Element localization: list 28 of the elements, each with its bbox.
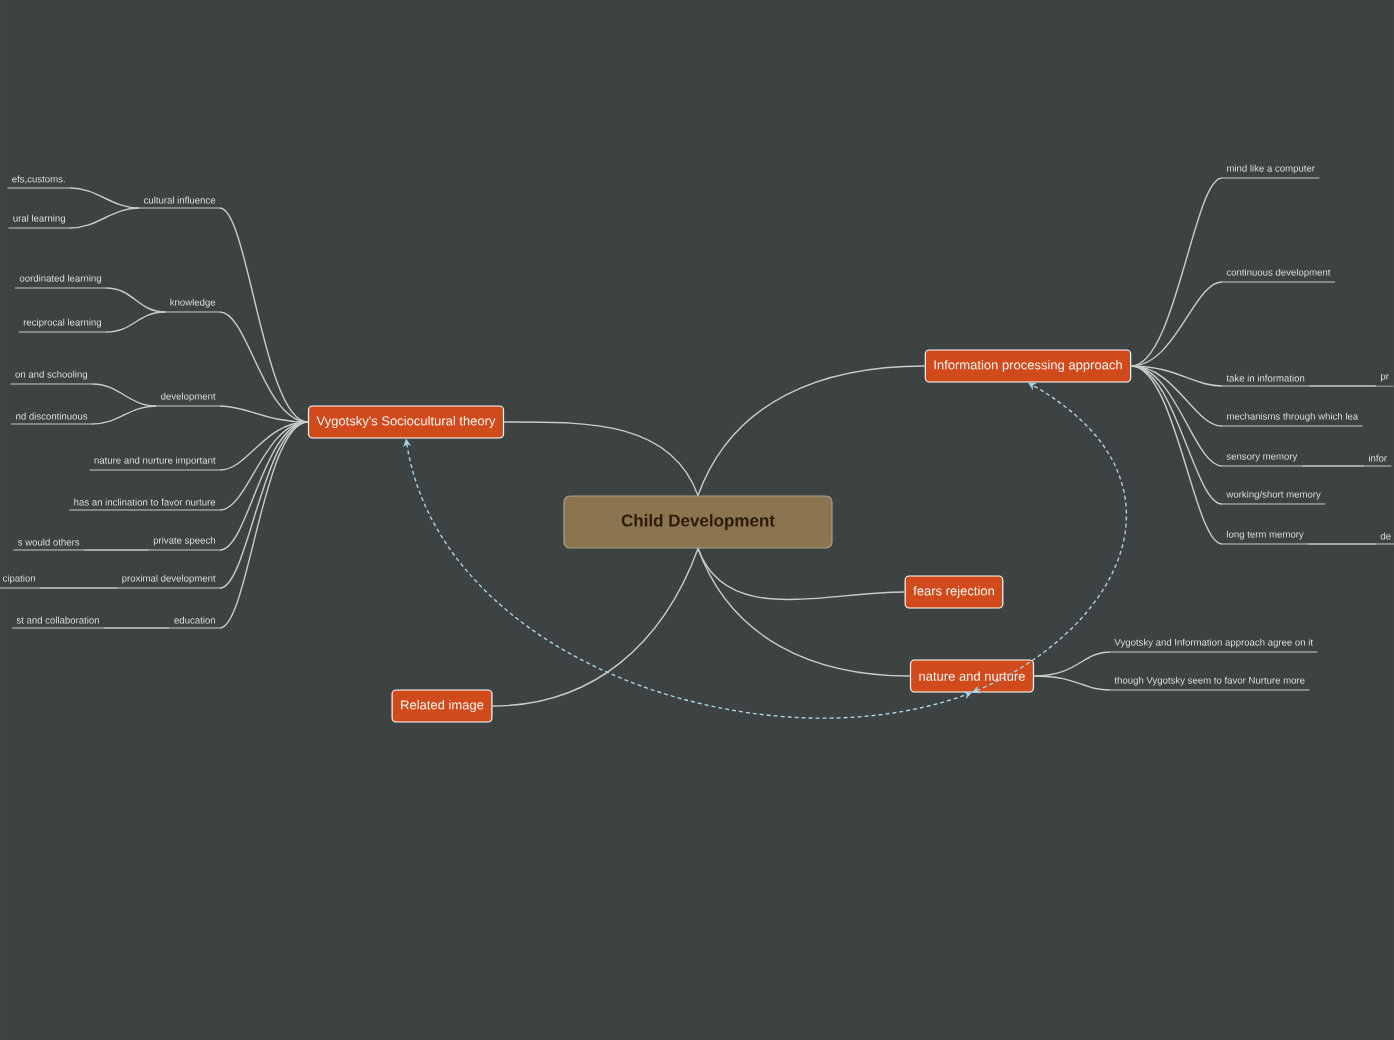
connector bbox=[83, 549, 150, 551]
connector bbox=[219, 405, 309, 423]
connector bbox=[39, 587, 118, 589]
connector bbox=[219, 207, 309, 423]
connector bbox=[697, 365, 926, 497]
connector bbox=[219, 421, 309, 629]
connector bbox=[1130, 365, 1223, 387]
central-topic-box: Child Development bbox=[563, 495, 833, 549]
connector bbox=[697, 547, 911, 677]
connector bbox=[91, 405, 157, 425]
connector bbox=[503, 421, 699, 497]
connector bbox=[1033, 675, 1111, 691]
connector bbox=[219, 421, 309, 511]
connector bbox=[1130, 365, 1223, 545]
connector bbox=[69, 207, 140, 229]
connector bbox=[103, 627, 171, 629]
connector bbox=[69, 187, 140, 209]
connector bbox=[105, 311, 166, 333]
connector bbox=[972, 382, 1127, 694]
connector bbox=[491, 547, 699, 707]
connector bbox=[1301, 465, 1365, 467]
connector bbox=[1130, 177, 1223, 367]
connector bbox=[91, 383, 157, 407]
connector bbox=[219, 421, 309, 589]
connector bbox=[1307, 543, 1377, 545]
connector bbox=[105, 287, 166, 313]
connector bbox=[1130, 365, 1223, 467]
connector bbox=[1308, 385, 1377, 387]
